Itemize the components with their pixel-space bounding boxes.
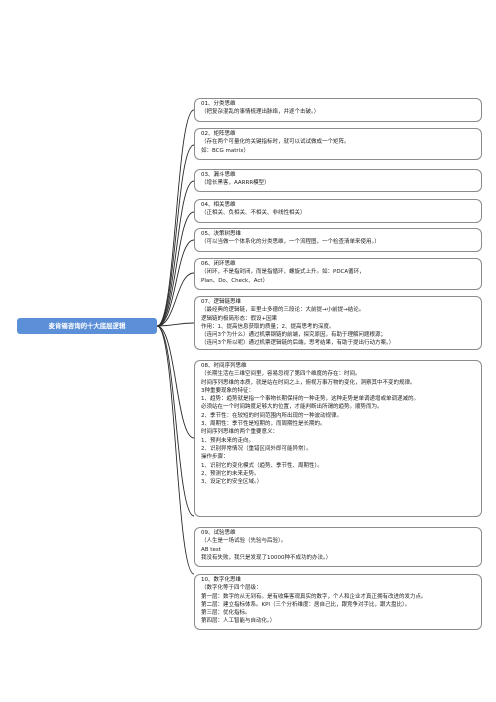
branch-line: 2、预测它的未来走势。 <box>201 470 260 477</box>
branch-experiment[interactable]: 09、试验思维 （人生是一场试验（先验与后验）。 AB test 我没有失败，我… <box>194 527 482 567</box>
branch-line: 1、识别它的变化模式（趋势、季节性、周期性）。 <box>201 462 323 469</box>
branch-time-series[interactable]: 08、时间序列思维 （长期生活在三维空间里，容易忽视了第四个维度的存在：时间。 … <box>194 360 482 517</box>
branch-line: 3、周期性：季节性是短期的，而周期性是长期的。 <box>201 421 326 428</box>
branch-line: Plan、Do、Check、Act） <box>201 277 269 284</box>
connector-06 <box>156 272 195 327</box>
branch-title: 03、漏斗思维 <box>201 172 236 178</box>
branch-correlation[interactable]: 04、相关思维 （正相关、负相关、不相关、非线性相关） <box>194 199 482 223</box>
connector-08 <box>156 325 195 439</box>
connector-02 <box>156 144 195 327</box>
branch-logic-chain[interactable]: 07、逻辑链思维 （最经典的逻辑链，亚里士多德的三段论：大前提→小前提→结论。 … <box>194 296 482 350</box>
branch-classification[interactable]: 01、分类思维 （把复杂混乱的事情梳理出脉络，并逐个击破。） <box>194 98 482 122</box>
connector-07 <box>156 322 195 327</box>
branch-line: （闭环，不是指封闭，而是指循环，螺旋式上升。如：PDCA循环， <box>201 269 365 276</box>
branch-line: 1、趋势：趋势就是指一个事物长期保持的一种走势，这种走势是单调递增或单调递减的。 <box>201 396 420 403</box>
branch-line: （把复杂混乱的事情梳理出脉络，并逐个击破。） <box>201 109 320 116</box>
branch-funnel[interactable]: 03、漏斗思维 （增长黑客，AARRR模型） <box>194 169 482 192</box>
connector-01 <box>156 109 195 327</box>
branch-line: （增长黑客，AARRR模型） <box>201 180 270 187</box>
branch-decision-tree[interactable]: 05、决策树思维 （可以当做一个体系化的分类思维，一个流程图，一个检查清单来使用… <box>194 228 482 252</box>
branch-title: 05、决策树思维 <box>201 231 241 237</box>
branch-line: 3、设定它的安全区域。） <box>201 479 263 486</box>
branch-line: 2、季节性：在较短的时间范围内所出现的一种波动规律。 <box>201 412 343 419</box>
branch-title: 08、时间序列思维 <box>201 363 247 369</box>
branch-line: 1、预判未来的走向。 <box>201 437 254 444</box>
connector-09 <box>156 325 195 517</box>
branch-line: 时间序列思维的两个重要意义： <box>201 429 279 436</box>
branch-digitalization[interactable]: 10、数字化思维 （数字化等于四个层级： 第一层：数字的从无到有。是有收集客观真… <box>194 574 482 630</box>
connector-04 <box>156 211 195 327</box>
branch-line: 时间序列思维的本质，就是站在时间之上，俯视万事万物的变化，洞察其中不变的规律。 <box>201 379 416 386</box>
branch-line: 作用：1、提高信息获取的质量；2、提高思考的深度。 <box>201 323 335 330</box>
branch-line: （数字化等于四个层级： <box>201 585 262 592</box>
branch-matrix[interactable]: 02、矩阵思维 （存在两个可量化的关键指标时，就可以试试做成一个矩阵。 如：BC… <box>194 128 482 160</box>
branch-title: 06、闭环思维 <box>201 261 236 267</box>
branch-line: （正相关、负相关、不相关、非线性相关） <box>201 210 306 217</box>
branch-line: （可以当做一个体系化的分类思维，一个流程图，一个检查清单来使用。） <box>201 239 380 246</box>
branch-line: 第三层：优化指标。 <box>201 610 251 617</box>
branch-line: 逻辑链的极简形态：假设+因果 <box>201 315 278 322</box>
connector-05 <box>156 239 195 327</box>
branch-line: （连问3个所以呢）通过机票逻辑链的后端，思考结果，有助于提出行动方案。） <box>201 340 395 347</box>
connector-03 <box>156 180 195 327</box>
branch-line: 第二层：建立指标体系。KPI（三个分析维度：居自己比，跟竞争对手比，跟大盘比）。 <box>201 601 411 608</box>
branch-line: 第一层：数字的从无到有。是有收集客观真实的数字，个人和企业才真正拥有改进的发力点… <box>201 593 427 600</box>
connector-10 <box>156 325 195 575</box>
branch-title: 10、数字化思维 <box>201 577 241 583</box>
branch-line: 2、识别异常情况（重错区间外即可能异常）。 <box>201 445 312 452</box>
branch-line: 第四层：人工智能与自动化。） <box>201 618 276 625</box>
branch-line: （长期生活在三维空间里，容易忽视了第四个维度的存在：时间。 <box>201 371 361 378</box>
branch-line: （人生是一场试验（先验与后验）。 <box>201 538 287 545</box>
branch-line: 如：BCG matrix） <box>201 147 249 154</box>
branch-title: 04、相关思维 <box>201 202 236 208</box>
branch-line: （存在两个可量化的关键指标时，就可以试试做成一个矩阵。 <box>201 139 350 146</box>
branch-line: 必须站在一个时间跨度足够大的位置，才能判断出所谓的趋势。顺势而为。 <box>201 404 383 411</box>
branch-title: 01、分类思维 <box>201 101 236 107</box>
branch-closed-loop[interactable]: 06、闭环思维 （闭环，不是指封闭，而是指循环，螺旋式上升。如：PDCA循环， … <box>194 258 482 290</box>
branch-line: 我没有失败，我只是发现了10000种不成功的办法。） <box>201 554 332 561</box>
branch-line: AB test <box>201 546 221 553</box>
branch-title: 02、矩阵思维 <box>201 131 236 137</box>
branch-line: （最经典的逻辑链，亚里士多德的三段论：大前提→小前提→结论。 <box>201 307 365 314</box>
branch-line: 操作步骤： <box>201 454 229 461</box>
root-topic[interactable]: 麦肯锡咨询的十大底层逻辑 <box>17 318 157 334</box>
branch-title: 07、逻辑链思维 <box>201 299 241 305</box>
branch-title: 09、试验思维 <box>201 530 236 536</box>
branch-line: （连问3个为什么）通过机票钢链的前端，探究原因，有助于理解问题根源； <box>201 332 387 339</box>
branch-line: 3种重要现象的特征： <box>201 387 254 394</box>
